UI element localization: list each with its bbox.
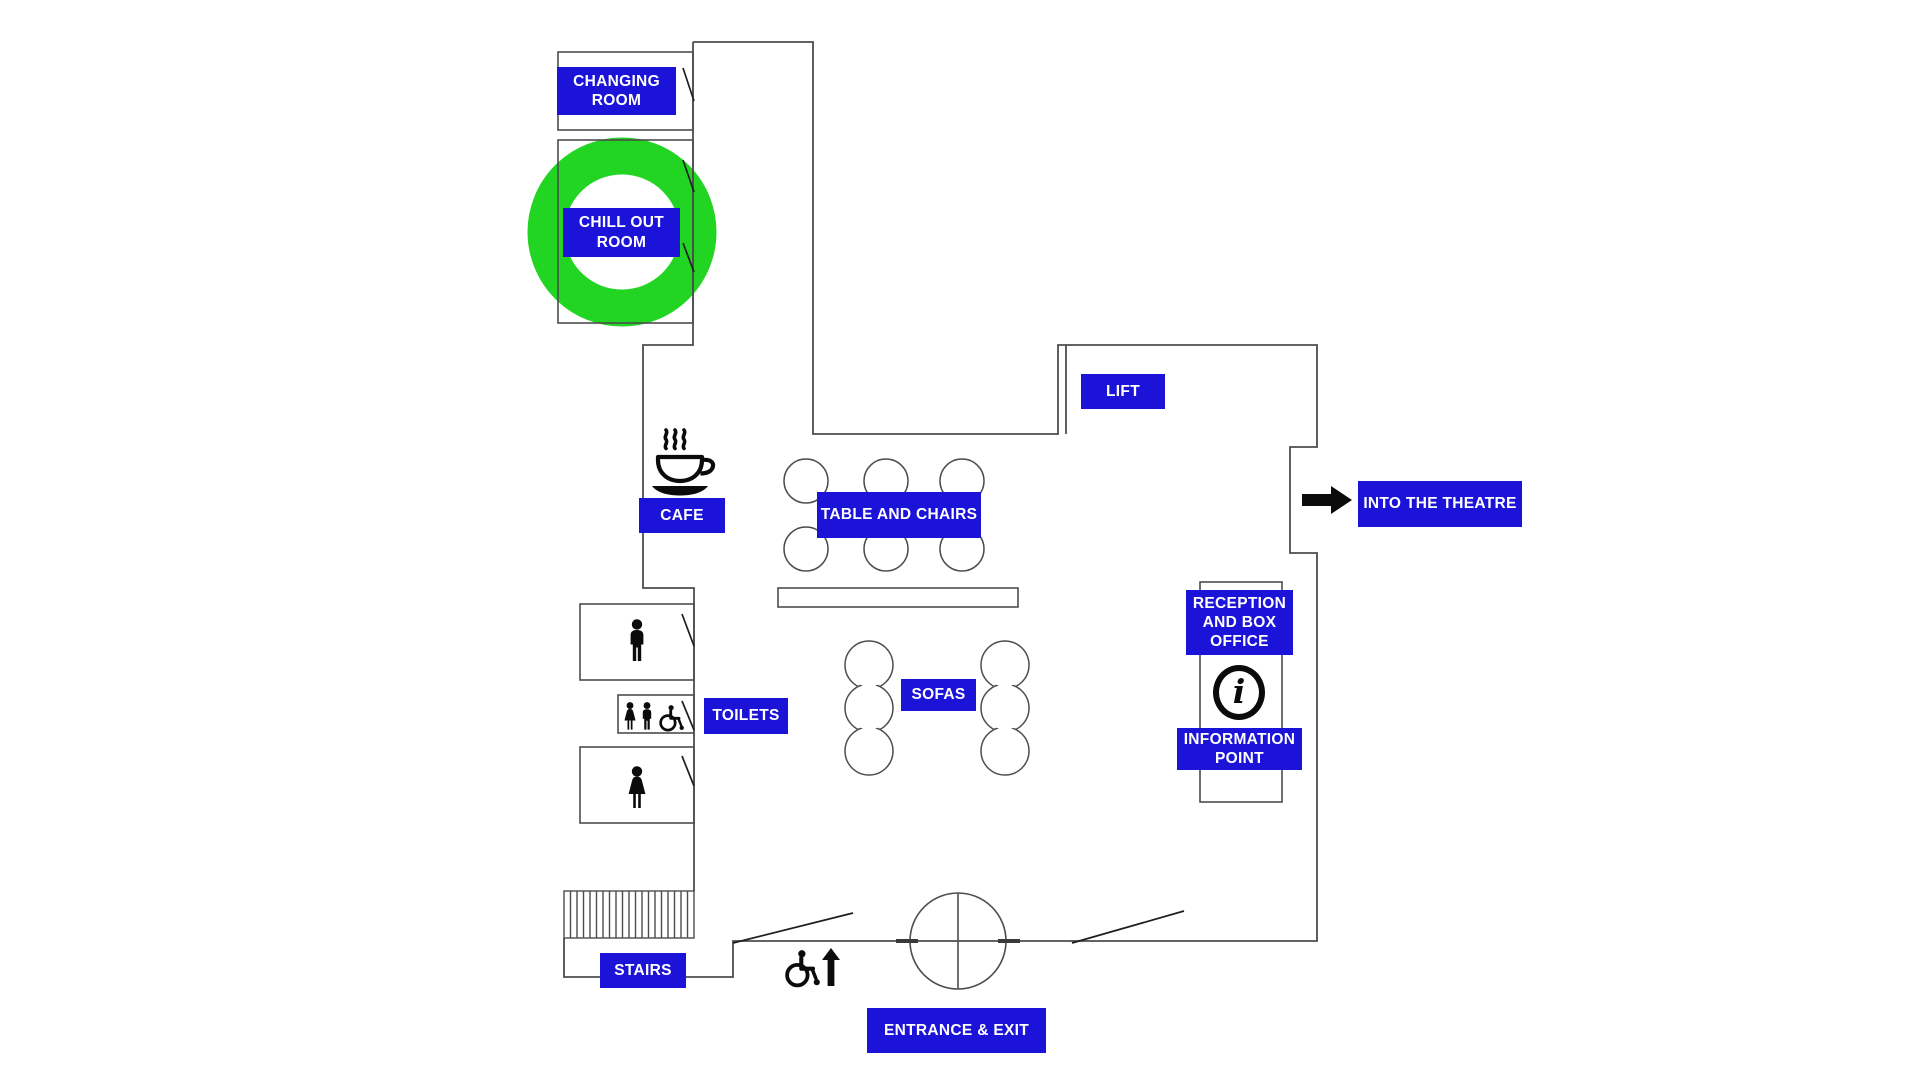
- woman-icon: [628, 766, 646, 808]
- chair: [783, 526, 829, 572]
- building-walls: [563, 41, 1318, 978]
- accessible-man-icon: [642, 702, 652, 730]
- into-theatre-arrow-icon: [1302, 486, 1352, 514]
- changing-room-door: [682, 67, 695, 102]
- label-line: INFORMATION: [1183, 730, 1296, 748]
- coffee-cup-icon: [652, 428, 716, 496]
- table-bench-outline: [777, 587, 1019, 608]
- sofas-furniture: [844, 640, 1030, 776]
- label-line: AND BOX: [1202, 613, 1277, 631]
- label-changing-room: CHANGING ROOM: [557, 67, 676, 115]
- label-lift: LIFT: [1081, 374, 1165, 409]
- label-line: CHANGING: [573, 72, 660, 90]
- revolving-door: [896, 892, 1020, 990]
- stairs-hatch: [563, 890, 695, 939]
- door-swings: [681, 67, 1185, 944]
- label-entrance-exit: ENTRANCE & EXIT: [867, 1008, 1046, 1053]
- accessible-toilet-door: [681, 700, 695, 731]
- information-icon: i: [1213, 665, 1265, 720]
- mens-toilet-door: [681, 613, 695, 647]
- label-table-and-chairs: TABLE AND CHAIRS: [817, 492, 981, 538]
- entrance-door-right: [1071, 910, 1185, 944]
- label-sofas: SOFAS: [901, 679, 976, 711]
- label-cafe: CAFE: [639, 498, 725, 533]
- outer-wall: [563, 41, 1318, 978]
- label-line: CHILL OUT: [578, 214, 665, 232]
- chill-out-door-upper: [682, 159, 695, 193]
- label-information-point: INFORMATION POINT: [1177, 728, 1302, 770]
- man-icon: [630, 619, 644, 661]
- accessible-woman-icon: [624, 702, 636, 730]
- label-line: POINT: [1215, 750, 1264, 767]
- label-line: ROOM: [591, 92, 642, 109]
- entrance-up-arrow-icon: [822, 948, 840, 986]
- chill-out-highlight-ring: [527, 137, 717, 327]
- chill-out-door-lower: [682, 242, 695, 273]
- label-stairs: STAIRS: [600, 953, 686, 988]
- entrance-door-left: [732, 912, 854, 944]
- label-chill-out-room: CHILL OUT ROOM: [563, 208, 680, 257]
- label-into-the-theatre: INTO THE THEATRE: [1358, 481, 1522, 527]
- entrance-wheelchair-icon: [787, 950, 820, 985]
- label-reception-box-office: RECEPTION AND BOX OFFICE: [1186, 590, 1293, 655]
- label-line: OFFICE: [1210, 633, 1269, 651]
- label-line: ROOM: [596, 233, 647, 251]
- womens-toilet-door: [681, 755, 695, 787]
- label-toilets: TOILETS: [704, 698, 788, 734]
- accessible-wheelchair-icon: [659, 705, 684, 732]
- reception-desk-outline: [1199, 581, 1283, 803]
- label-line: RECEPTION: [1192, 594, 1287, 612]
